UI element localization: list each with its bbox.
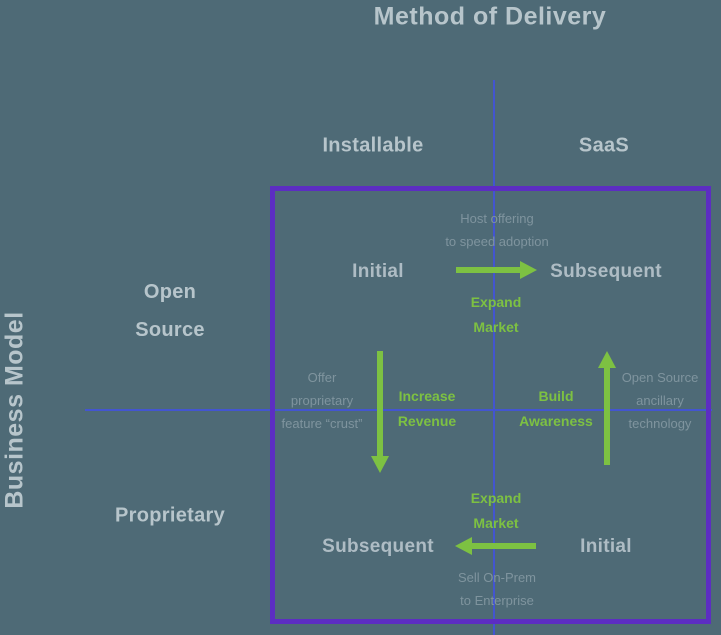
annotation-line: Sell On-Prem bbox=[457, 570, 537, 585]
label-line: Expand bbox=[470, 490, 522, 506]
label-build-awareness: Build Awareness bbox=[519, 384, 593, 434]
label-line: Increase bbox=[398, 388, 456, 404]
annotation-line: Offer bbox=[307, 370, 337, 385]
row-header-open-source: Open Source bbox=[135, 273, 205, 349]
annotation-line: to Enterprise bbox=[460, 593, 534, 608]
column-header-installable: Installable bbox=[322, 134, 424, 157]
row-header-line: Source bbox=[135, 319, 205, 341]
annotation-line: ancillary bbox=[636, 393, 684, 408]
annotation-proprietary-crust: Offer proprietary feature “crust” bbox=[282, 366, 363, 435]
annotation-ancillary-tech: Open Source ancillary technology bbox=[622, 366, 699, 435]
quadrant-label-open-installable: Initial bbox=[352, 261, 404, 282]
annotation-line: to speed adoption bbox=[445, 234, 549, 249]
label-line: Revenue bbox=[397, 413, 457, 429]
annotation-line: Open Source bbox=[621, 370, 699, 385]
matrix-border bbox=[270, 186, 711, 624]
annotation-sell-onprem: Sell On-Prem to Enterprise bbox=[458, 566, 536, 612]
annotation-line: technology bbox=[628, 416, 692, 431]
label-line: Expand bbox=[470, 294, 522, 310]
annotation-line: proprietary bbox=[290, 393, 354, 408]
annotation-line: feature “crust” bbox=[281, 416, 363, 431]
quadrant-label-open-saas: Subsequent bbox=[550, 261, 662, 282]
label-expand-market-bottom: Expand Market bbox=[471, 486, 522, 536]
horizontal-axis-line bbox=[85, 409, 712, 411]
label-expand-market-top: Expand Market bbox=[471, 290, 522, 340]
label-line: Market bbox=[473, 319, 519, 335]
quadrant-label-proprietary-installable: Subsequent bbox=[322, 536, 434, 557]
row-header-proprietary: Proprietary bbox=[114, 504, 226, 527]
column-header-saas: SaaS bbox=[578, 134, 630, 157]
quadrant-label-proprietary-saas: Initial bbox=[580, 536, 632, 557]
label-line: Build bbox=[538, 388, 574, 404]
label-increase-revenue: Increase Revenue bbox=[398, 384, 456, 434]
label-line: Awareness bbox=[519, 413, 593, 429]
annotation-line: Host offering bbox=[460, 211, 534, 226]
y-axis-title: Business Model bbox=[0, 311, 29, 509]
row-header-line: Open bbox=[143, 281, 197, 303]
vertical-axis-line bbox=[493, 80, 495, 635]
label-line: Market bbox=[473, 515, 519, 531]
annotation-host-offering: Host offering to speed adoption bbox=[445, 207, 548, 253]
chart-title: Method of Delivery bbox=[373, 2, 607, 31]
